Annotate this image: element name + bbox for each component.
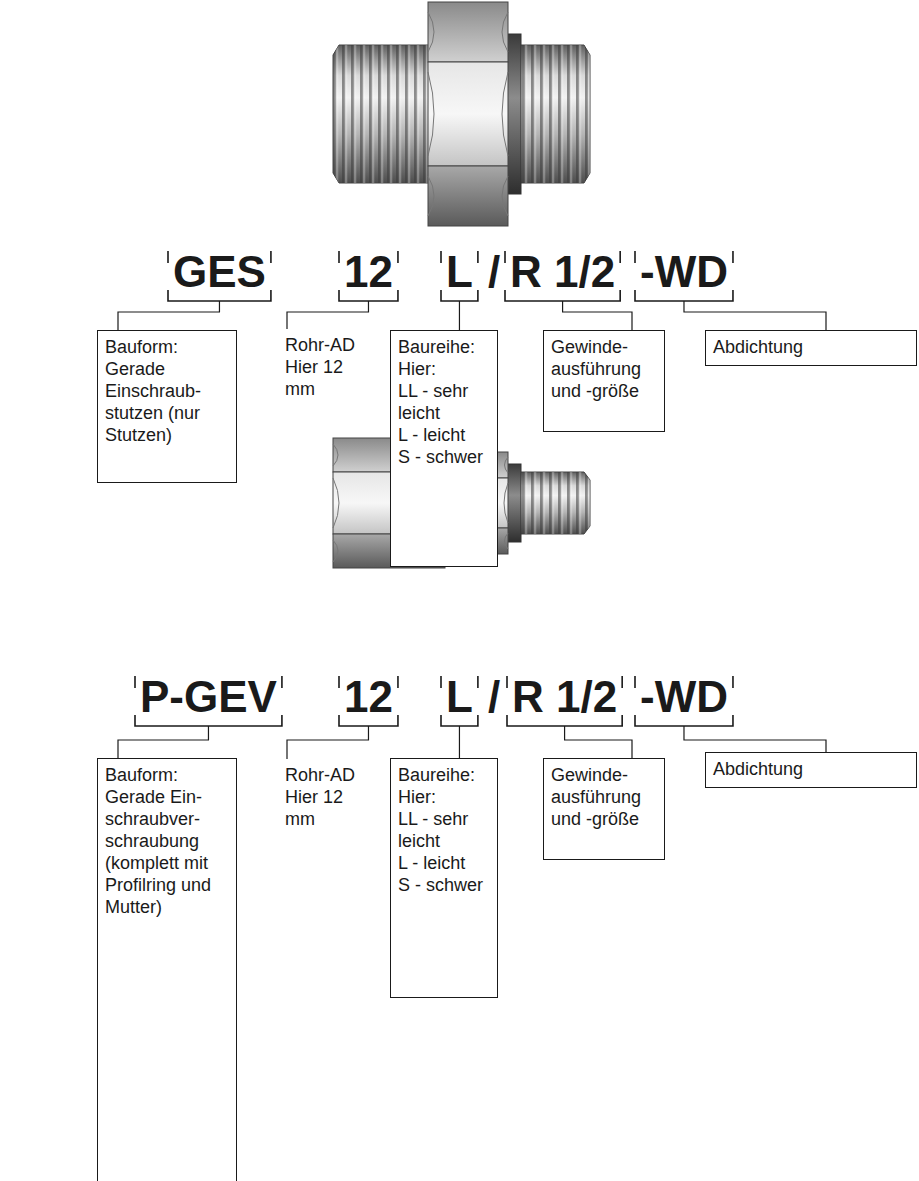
leader-line	[118, 301, 219, 330]
tube-od-note: Rohr-AD Hier 12 mm	[285, 764, 359, 830]
code-part: R 1/2	[510, 250, 615, 294]
code-part: GES	[173, 250, 266, 294]
box-text: LL - sehr leicht	[398, 808, 490, 852]
code-part: 12	[344, 675, 393, 719]
code-bracket	[339, 676, 398, 726]
design-box: Bauform: Gerade Ein- schraubver- schraub…	[97, 758, 237, 1181]
code-bracket	[441, 676, 478, 726]
leader-line	[684, 301, 826, 330]
box-text: S - schwer	[398, 446, 490, 468]
leader-line	[684, 726, 826, 752]
box-text: Abdichtung	[713, 758, 909, 780]
thread-box: Gewinde- ausführung und -größe	[543, 758, 665, 860]
code-bracket	[635, 251, 733, 301]
code-bracket	[168, 251, 271, 301]
code-bracket	[635, 676, 733, 726]
code-part: -WD	[640, 675, 728, 719]
leader-line	[563, 301, 632, 330]
code-part: L	[446, 675, 473, 719]
code-part: 12	[344, 250, 393, 294]
box-text: Bauform: Gerade Einschraub- stutzen (nur…	[105, 336, 229, 446]
box-text: LL - sehr leicht	[398, 380, 490, 424]
box-text: Abdichtung	[713, 336, 909, 358]
code-part: L	[446, 250, 473, 294]
box-text: L - leicht	[398, 424, 490, 446]
code-bracket	[339, 251, 398, 301]
box-text: Baureihe: Hier:	[398, 336, 490, 380]
code-separator: /	[488, 675, 500, 719]
code-part: R 1/2	[512, 675, 617, 719]
code-part: -WD	[640, 250, 728, 294]
code-bracket	[135, 676, 282, 726]
code-bracket	[441, 251, 478, 301]
box-text: Baureihe: Hier:	[398, 764, 490, 808]
box-text: Bauform: Gerade Ein- schraubver- schraub…	[105, 764, 229, 918]
series-box: Baureihe: Hier:LL - sehr leichtL - leich…	[390, 330, 498, 567]
thread-box: Gewinde- ausführung und -größe	[543, 330, 665, 432]
leader-line	[459, 726, 460, 758]
sealing-box: Abdichtung	[705, 752, 917, 788]
leader-line	[287, 301, 368, 329]
ges-illustration	[333, 2, 590, 226]
box-text: L - leicht	[398, 852, 490, 874]
series-box: Baureihe: Hier:LL - sehr leichtL - leich…	[390, 758, 498, 998]
leader-line	[565, 726, 632, 758]
leader-line	[459, 301, 460, 330]
box-text: Gewinde- ausführung und -größe	[551, 336, 657, 402]
box-text: S - schwer	[398, 874, 490, 896]
code-bracket	[507, 676, 622, 726]
design-box: Bauform: Gerade Einschraub- stutzen (nur…	[97, 330, 237, 483]
leader-line	[118, 726, 208, 758]
leader-line	[287, 726, 368, 759]
tube-od-note: Rohr-AD Hier 12 mm	[285, 334, 359, 400]
box-text: Gewinde- ausführung und -größe	[551, 764, 657, 830]
code-bracket	[505, 251, 620, 301]
code-separator: /	[488, 250, 500, 294]
code-part: P-GEV	[140, 675, 277, 719]
sealing-box: Abdichtung	[705, 330, 917, 366]
